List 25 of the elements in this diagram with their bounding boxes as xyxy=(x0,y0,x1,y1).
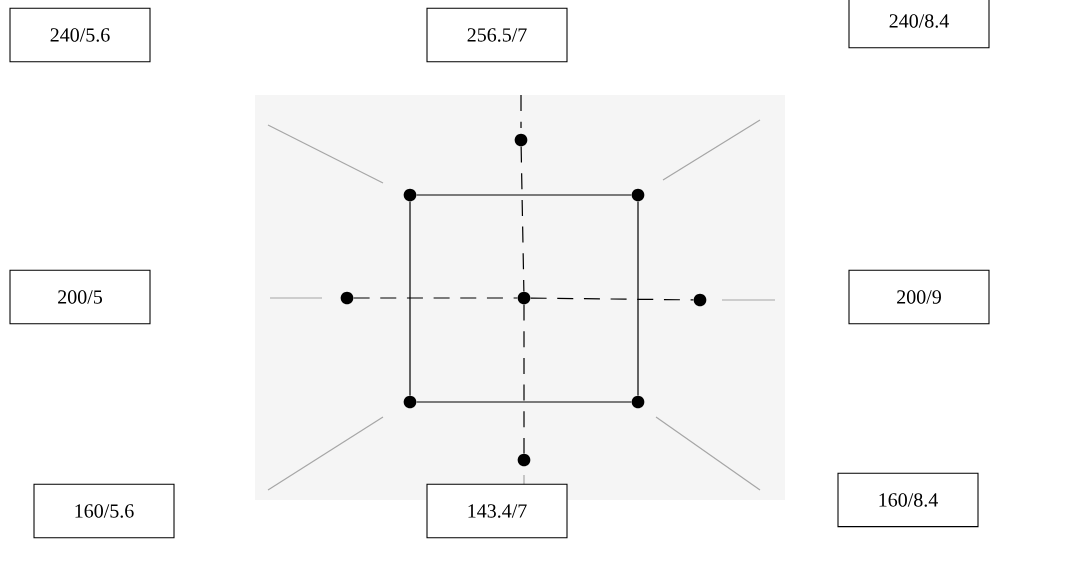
square-side xyxy=(637,201,639,396)
design-point xyxy=(403,188,417,202)
dashed-line xyxy=(353,297,518,299)
value-box: 240/5.6 xyxy=(9,7,151,63)
value-box: 200/5 xyxy=(9,269,151,325)
square-side xyxy=(416,194,632,196)
design-point xyxy=(517,453,531,467)
value-box: 240/8.4 xyxy=(848,0,990,49)
design-point xyxy=(517,291,531,305)
value-box: 143.4/7 xyxy=(426,483,568,539)
dashed-line xyxy=(530,297,694,301)
design-point xyxy=(403,395,417,409)
design-point xyxy=(514,133,528,147)
dashed-line xyxy=(523,304,525,454)
square-side xyxy=(409,201,411,396)
value-box: 160/5.6 xyxy=(33,483,175,539)
value-box: 160/8.4 xyxy=(837,472,979,528)
value-box: 256.5/7 xyxy=(426,7,568,63)
value-box: 200/9 xyxy=(848,269,990,325)
dashed-line xyxy=(520,146,525,292)
square-side xyxy=(416,401,632,403)
design-point xyxy=(631,395,645,409)
design-point xyxy=(693,293,707,307)
design-point xyxy=(631,188,645,202)
design-point xyxy=(340,291,354,305)
